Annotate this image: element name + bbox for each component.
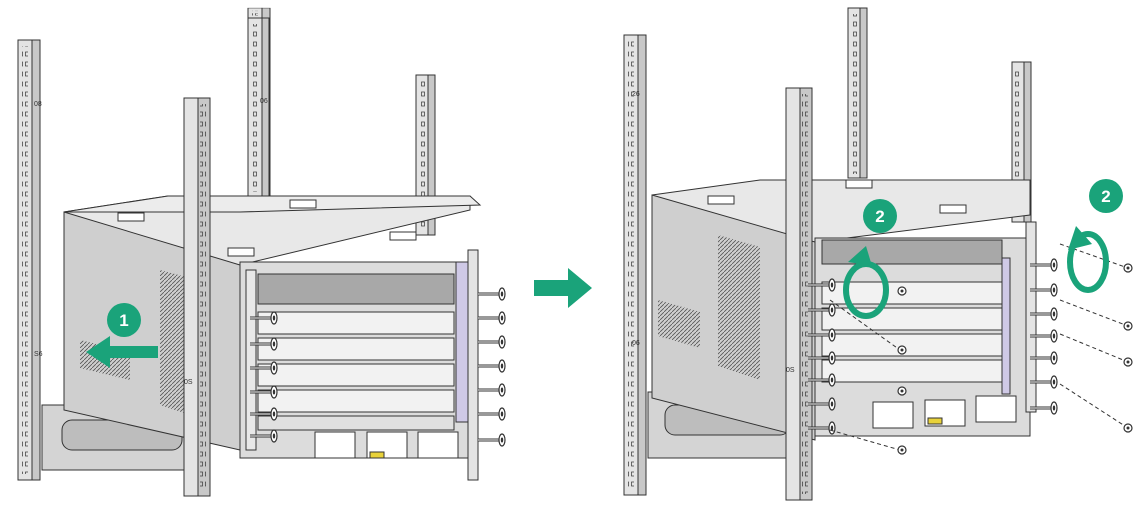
screw-guide-lines [829, 243, 1129, 451]
rack-rail-front-left [183, 97, 199, 497]
step-number: 2 [1101, 187, 1110, 206]
rail-label: 08 [34, 101, 42, 108]
rail-label: 0S [786, 367, 795, 374]
step-badge [1089, 179, 1123, 213]
push-direction-arrow [86, 336, 158, 368]
rear-screws [476, 286, 507, 448]
rail-label: 06 [632, 340, 640, 347]
rail-label: 06 [260, 98, 268, 105]
rack-rail-front-right [467, 249, 479, 481]
left-panel: 08 S6 06 0S 1 [17, 7, 507, 497]
step-number: 2 [875, 207, 884, 226]
rack-rail-front-left [785, 87, 801, 501]
rotate-clockwise-icon [843, 246, 889, 319]
rail-label: 0S [184, 379, 193, 386]
rail-label: 26 [632, 91, 640, 98]
step-badge [863, 199, 897, 233]
step-number: 1 [119, 311, 128, 330]
rotate-clockwise-icon [1067, 226, 1109, 293]
rack-rail-front-right [1025, 221, 1037, 413]
rail-label: S6 [34, 351, 43, 358]
step-badge [107, 303, 141, 337]
right-panel: 26 06 0S 2 2 [623, 7, 1133, 501]
arrow-right-icon [534, 268, 592, 308]
